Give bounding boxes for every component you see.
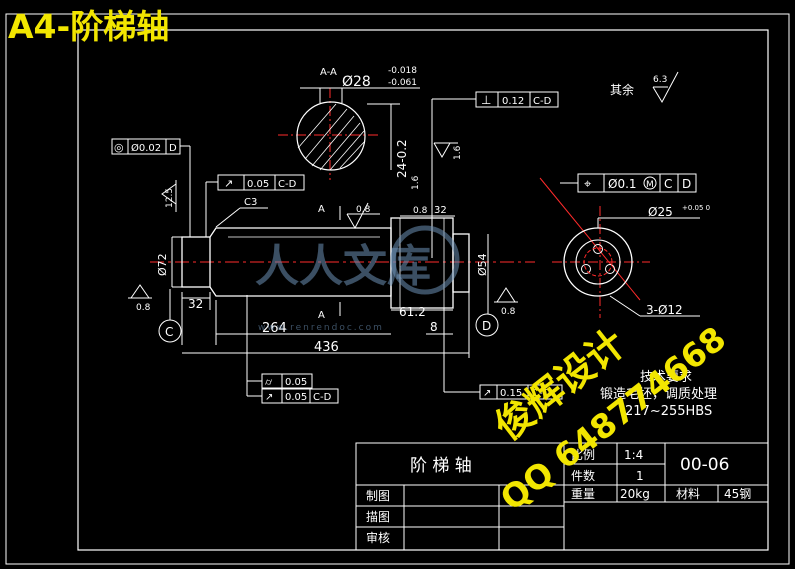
svg-text:其余: 其余 — [610, 82, 634, 97]
svg-text:D: D — [682, 177, 691, 191]
svg-text:C: C — [165, 325, 173, 339]
concentricity-icon: ◎ — [114, 141, 124, 154]
svg-text:0.8: 0.8 — [136, 303, 151, 313]
svg-text:32: 32 — [188, 297, 203, 311]
datum-d: D 0.8 — [475, 287, 518, 337]
concentricity-frame: ◎ Ø0.02 D — [111, 138, 191, 237]
svg-text:6.3: 6.3 — [653, 75, 667, 85]
svg-text:C: C — [664, 177, 672, 191]
svg-text:M: M — [646, 180, 654, 190]
svg-text:描图: 描图 — [366, 510, 390, 524]
svg-text:264: 264 — [262, 321, 287, 336]
svg-text:61.2: 61.2 — [399, 305, 426, 319]
svg-text:C-D: C-D — [278, 179, 297, 190]
part-name: 阶 梯 轴 — [410, 456, 472, 476]
cylindricity-icon: ⌭ — [265, 377, 273, 388]
svg-text:C-D: C-D — [532, 388, 551, 399]
drawing-number: 00-06 — [680, 455, 729, 475]
svg-text:0.8: 0.8 — [501, 307, 516, 317]
svg-text:Ø0.1: Ø0.1 — [608, 177, 637, 191]
section-tol-upper: -0.018 — [388, 66, 417, 76]
perpendicularity-frame: ⊥ 0.12 C-D — [431, 91, 559, 258]
svg-text:比例: 比例 — [571, 448, 595, 462]
svg-text:D: D — [169, 143, 177, 154]
perpendicularity-value: 0.12 — [502, 96, 524, 107]
svg-text:C-D: C-D — [313, 392, 332, 403]
scale-value: 1:4 — [624, 448, 643, 462]
outer-border — [5, 13, 790, 565]
position-icon: ⌖ — [584, 177, 592, 192]
svg-text:制图: 制图 — [366, 489, 390, 503]
section-diameter: Ø28 — [342, 74, 371, 90]
length-dimensions: 32 264 436 61.2 8 — [181, 292, 470, 358]
svg-text:436: 436 — [314, 340, 339, 355]
svg-text:件数: 件数 — [571, 468, 595, 483]
svg-text:重量: 重量 — [571, 487, 595, 501]
perpendicularity-icon: ⊥ — [481, 93, 491, 107]
holes-dimension: 3-Ø12 — [646, 303, 683, 317]
title-block — [355, 442, 769, 551]
runout-bottom-icon: ↗ — [265, 392, 273, 403]
cut-plane-a-top: A — [318, 204, 325, 215]
svg-text:0.05: 0.05 — [247, 179, 269, 190]
section-view: A-A Ø28 -0.018 -0.061 24-0.2 1.6 — [278, 66, 421, 190]
section-label: A-A — [320, 67, 337, 78]
svg-text:0.15: 0.15 — [500, 388, 522, 399]
svg-text:0.8: 0.8 — [356, 205, 371, 215]
svg-text:D: D — [482, 319, 491, 333]
weight-value: 20kg — [620, 487, 650, 501]
roughness-1-6-collar: 1.6 — [433, 142, 463, 160]
section-tol-lower: -0.061 — [388, 78, 417, 88]
runout-frame-top: ↗ 0.05 C-D — [205, 174, 305, 237]
notes-line2: 217~255HBS — [625, 404, 712, 419]
roughness-12-5: 12.5 — [161, 180, 177, 212]
quantity-value: 1 — [636, 469, 644, 483]
svg-text:材料: 材料 — [676, 487, 700, 501]
keyway-dimension: 24-0.2 — [395, 139, 409, 178]
svg-text:审核: 审核 — [366, 530, 390, 545]
svg-text:1.6: 1.6 — [453, 145, 463, 160]
svg-text:32: 32 — [434, 205, 447, 216]
datum-c: 0.8 C — [128, 284, 182, 343]
drawing-title: A4-阶梯轴 — [8, 7, 169, 46]
bore-tolerance: +0.05 0 — [682, 204, 710, 212]
notes-line1: 锻造毛坯，调质处理 — [600, 387, 717, 402]
material-value: 45钢 — [724, 487, 751, 501]
bore-dimension: Ø25 — [648, 205, 673, 219]
roughness-0-8-collar: 0.8 32 — [400, 205, 455, 217]
chamfer-label: C3 — [244, 197, 257, 208]
position-frame: ⌖ Ø0.1 M C D — [560, 173, 697, 193]
cylindricity-frame: ⌭ 0.05 ↗ 0.05 C-D — [246, 295, 339, 404]
svg-text:人人文库: 人人文库 — [255, 241, 431, 292]
svg-text:Ø0.02: Ø0.02 — [131, 142, 161, 154]
runout-icon: ↗ — [224, 177, 233, 190]
svg-text:0.05: 0.05 — [285, 392, 307, 403]
svg-text:0.8: 0.8 — [413, 206, 428, 216]
keyway-roughness: 1.6 — [411, 175, 421, 190]
svg-text:8: 8 — [430, 320, 438, 334]
diameter-72: Ø72 — [156, 253, 169, 276]
svg-text:www.renrendoc.com: www.renrendoc.com — [258, 323, 384, 333]
runout-frame-right: ↗ 0.15 C-D — [443, 308, 563, 400]
notes-title: 技术要求 — [640, 370, 692, 385]
end-view: 3-Ø12 Ø25 +0.05 0 — [539, 177, 710, 318]
watermark-logo: 人人文库 www.renrendoc.com — [255, 225, 460, 333]
svg-text:0.05: 0.05 — [285, 377, 307, 388]
cut-plane-a-bottom: A — [318, 310, 325, 321]
roughness-rest: 其余 6.3 — [610, 71, 679, 104]
diameter-54: Ø54 — [476, 253, 489, 276]
perpendicularity-datum: C-D — [533, 96, 552, 107]
roughness-0-8-top: 0.8 — [346, 202, 380, 230]
svg-text:↗: ↗ — [483, 388, 491, 399]
svg-text:12.5: 12.5 — [165, 188, 175, 208]
